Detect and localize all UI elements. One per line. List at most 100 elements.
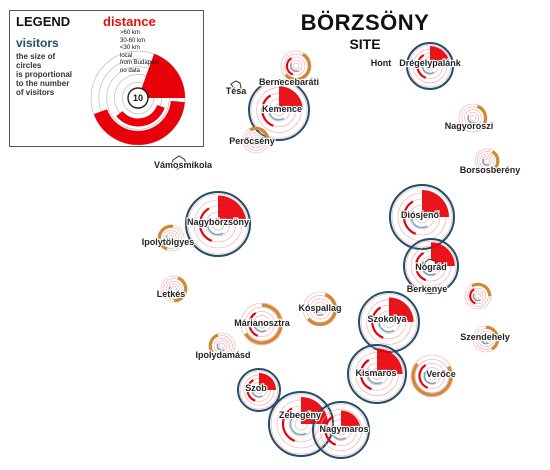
site-label: Szokolya [367,314,407,324]
budapest-visitors-arc [471,282,492,297]
site-label: Nógrád [415,262,447,272]
site-glyph [208,332,236,360]
local-visitors-arc [253,319,267,333]
local-visitors-arc [480,336,489,345]
near-visitors-sector [430,46,450,66]
visitor-size-circle [347,344,407,404]
site-glyph [157,224,185,252]
legend-visitors-label: visitors [16,36,59,50]
budapest-visitors-arc [491,150,500,169]
near-visitors-sector [218,195,247,224]
distance-ring [165,280,183,298]
site-glyph [240,302,284,346]
near-visitors-sector [389,297,414,322]
distance-ring [306,295,334,323]
distance-ring [414,358,450,394]
site-label: Ipolytölgyes [142,237,195,247]
site-glyph [472,325,500,353]
budapest-visitors-arc [157,224,174,251]
site-label: Szob [245,383,267,393]
site-label: Hont [371,58,392,68]
site-glyph [474,148,500,174]
distance-ring [213,337,231,355]
budapest-visitors-arc [244,303,283,345]
visitor-size-circle [185,191,251,257]
site-label: Zebegény [279,410,321,420]
distance-ring [253,315,271,333]
distance-ring [423,367,441,385]
near-visitors-sector [431,242,455,266]
far-visitors-arc [198,207,213,242]
distance-ring [219,343,225,349]
legend-scale: >60 km 30-60 km <30 km local from Budape… [120,30,200,76]
near-visitors-sector [301,397,328,424]
distance-ring [314,403,368,457]
distance-ring [171,286,177,292]
local-visitors-arc [472,293,481,302]
far-visitors-arc [371,306,384,339]
far-visitors-arc [416,54,427,79]
local-visitors-arc [421,261,436,276]
site-label: Kemence [262,104,302,114]
site-label: Nagybörzsöny [187,217,249,227]
site-glyph [389,184,455,250]
legend-scale-item: >60 km [120,30,140,36]
visitor-size-circle [406,42,454,90]
distance-ring [257,319,267,329]
local-visitors-arc [313,305,324,316]
distance-ring [469,114,477,122]
legend-desc-line: is proportional [16,70,72,79]
legend-scale-item: <30 km [120,45,140,52]
legend-scale-item: no data [120,67,141,74]
site-glyph [248,79,310,141]
site-label: Kóspallag [298,303,341,313]
legend-distance-label: distance [103,14,156,29]
site-label: Perőcsény [229,136,275,146]
far-visitors-arc [402,200,417,235]
legend-title: LEGEND [16,14,71,29]
distance-ring [464,109,482,127]
site-label: Nagyoroszi [445,121,494,131]
site-glyph [302,291,338,327]
far-visitors-arc [418,364,429,389]
local-visitors-arc [216,343,225,352]
distance-ring [253,137,259,143]
near-visitors-sector [279,86,303,110]
legend-desc-line: to the number [16,79,70,88]
legend-desc-line: the size of circles [16,52,56,70]
settlement-outline [171,155,188,170]
distance-ring [483,336,489,342]
distance-ring [319,408,363,452]
budapest-visitors-arc [208,333,219,357]
distance-ring [349,346,405,402]
site-label: Márianosztra [234,318,291,328]
near-visitors-sector [259,372,277,390]
budapest-visitors-arc [485,325,500,351]
local-visitors-arc [289,418,307,436]
legend-sample-glyph: 10 [90,50,186,146]
far-visitors-arc [469,288,476,305]
far-visitors-arc [324,415,337,446]
distance-ring [427,371,437,381]
far-visitors-arc [246,379,256,402]
distance-ring [477,330,495,348]
far-visitors-arc [248,312,259,337]
site-label: Ipolydamásd [195,350,250,360]
site-label: Tésa [226,86,248,96]
far-visitors-arc [261,94,274,127]
local-visitors-arc [378,316,395,333]
distance-ring [162,229,180,247]
site-label: Diósjenő [401,210,440,220]
far-visitors-arc [281,407,296,442]
local-visitors-arc [250,137,259,146]
legend-scale-item: from Budapest [120,60,160,67]
visitor-size-circle [268,391,334,457]
legend: 10 LEGEND visitors the size of circles i… [9,10,204,147]
legend-sample-value: 10 [133,93,143,103]
near-visitors-sector [377,348,403,374]
far-visitors-arc [359,359,372,391]
far-visitors-arc [414,252,427,282]
distance-ring [250,81,308,139]
local-visitors-arc [467,115,476,124]
